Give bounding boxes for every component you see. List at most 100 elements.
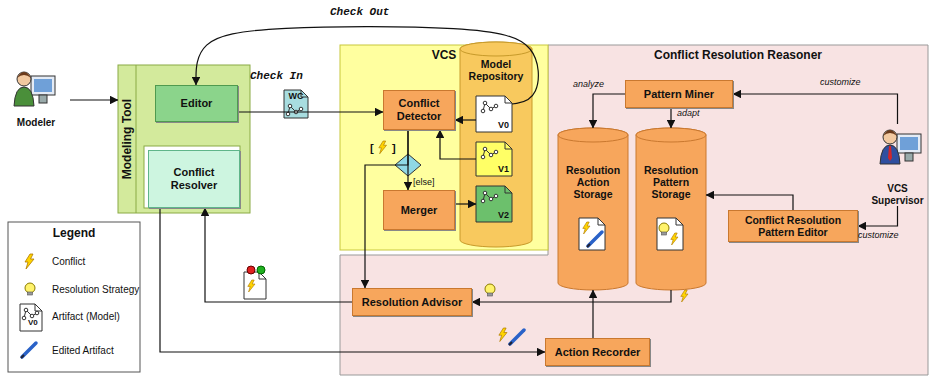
conflict-bolt: [25, 254, 34, 269]
connector: [455, 119, 476, 120]
legend-text: Artifact (Model): [52, 311, 120, 322]
bulb-base: [28, 292, 33, 295]
connector: [70, 99, 118, 100]
green-option: [257, 266, 265, 274]
cylinder-top: [558, 128, 628, 142]
tree-dot: [286, 112, 290, 116]
document-icon: [476, 186, 512, 222]
edge-label: customize: [858, 230, 899, 240]
connector: [440, 130, 476, 159]
person-hair: [17, 72, 31, 78]
process-box: Pattern Miner: [625, 80, 733, 108]
label-box: V0: [28, 318, 42, 327]
tool-strip: [136, 65, 137, 213]
node-text: Resolution Action Storage: [558, 164, 628, 200]
node-text: Pattern Miner: [644, 88, 714, 101]
person-head: [17, 72, 31, 86]
process-box: Conflict Resolver: [148, 150, 240, 208]
document-fold: [505, 142, 512, 149]
actor: Modeler: [2, 66, 70, 128]
monitor: [31, 76, 55, 95]
tree-dot: [494, 104, 498, 108]
label-box: WC: [286, 91, 306, 101]
tree-dot: [481, 199, 485, 203]
tree-dot: [483, 147, 487, 151]
document-fold: [598, 218, 605, 225]
legend-text: Edited Artifact: [52, 345, 114, 356]
cylinder-top: [460, 42, 532, 56]
tree-dot: [288, 104, 292, 108]
pen-icon: [588, 232, 602, 246]
pen-tip: [21, 355, 24, 358]
edge-label-box: [else]: [413, 177, 435, 187]
document-icon: [244, 272, 266, 299]
cylinder-top: [636, 128, 706, 142]
edge-label: Check Out: [330, 6, 389, 18]
document-icon: [284, 90, 308, 118]
node-text: V0: [498, 120, 509, 130]
node-text: VCS: [340, 49, 548, 63]
tree-dot: [494, 150, 498, 154]
edge-label-box: analyze: [573, 79, 604, 89]
pen-tip: [587, 244, 590, 247]
connector: [858, 206, 898, 226]
connector: [238, 111, 383, 112]
legend-row: Artifact (Model): [52, 311, 120, 322]
process-box: Conflict Detector: [383, 90, 455, 130]
edge-label: customize: [820, 77, 861, 87]
reasoner-region: [340, 45, 928, 375]
edge-label: adapt: [677, 108, 700, 118]
text-label: ]: [392, 142, 396, 154]
edge-label-box: customize: [858, 230, 899, 240]
document-fold: [676, 218, 683, 225]
artifact-doc: V2: [476, 186, 512, 222]
tree-dot: [489, 107, 493, 111]
document-icon: [579, 218, 605, 250]
node-text: Modeling Tool: [118, 65, 136, 213]
label-box: [: [370, 142, 374, 154]
bulb-base: [488, 293, 493, 296]
document-fold: [35, 304, 42, 311]
connector: [592, 290, 593, 338]
connector: [593, 94, 625, 128]
node-text: Editor: [181, 97, 213, 110]
node-text: Merger: [401, 204, 438, 217]
tree-dot: [481, 109, 485, 113]
storage-cylinder: Resolution Action Storage: [558, 128, 628, 290]
artifact-doc: V1: [476, 142, 512, 176]
legend-text: Conflict: [52, 256, 85, 267]
connector: [196, 27, 538, 104]
person-body: [14, 87, 34, 106]
document-icon: [20, 304, 42, 331]
bulb-icon: [659, 223, 669, 233]
storage-cylinder: Resolution Pattern Storage: [636, 128, 706, 290]
legend-row: Resolution Strategy: [52, 284, 139, 295]
connector: [706, 195, 793, 210]
tree-dot: [35, 311, 39, 315]
connector: [472, 290, 671, 302]
conflict-bolt: [681, 290, 688, 302]
connector: [733, 94, 898, 124]
repository-cylinder: V0V1V2Model Repository: [460, 42, 532, 247]
bulb-base: [662, 232, 667, 235]
tree-dot: [483, 191, 487, 195]
process-box: Action Recorder: [545, 338, 650, 366]
node-text: VCS Supervisor: [866, 183, 929, 206]
artifact-doc: V0: [476, 96, 512, 132]
edge-label-box: customize: [820, 77, 861, 87]
monitor-stand: [905, 153, 913, 161]
connector: [670, 108, 671, 128]
conflict-bolt: [671, 233, 678, 245]
bulb-icon: [25, 283, 35, 293]
person-head: [883, 130, 897, 144]
tree-dot: [299, 107, 303, 111]
node-text: V1: [498, 164, 509, 174]
text-label: Legend: [52, 226, 96, 240]
document-icon: [476, 142, 512, 176]
edge-label: Check In: [250, 70, 303, 82]
conflict-bolt: [248, 280, 255, 292]
text-label: WC: [286, 91, 306, 101]
legend-row: Edited Artifact: [52, 345, 114, 356]
